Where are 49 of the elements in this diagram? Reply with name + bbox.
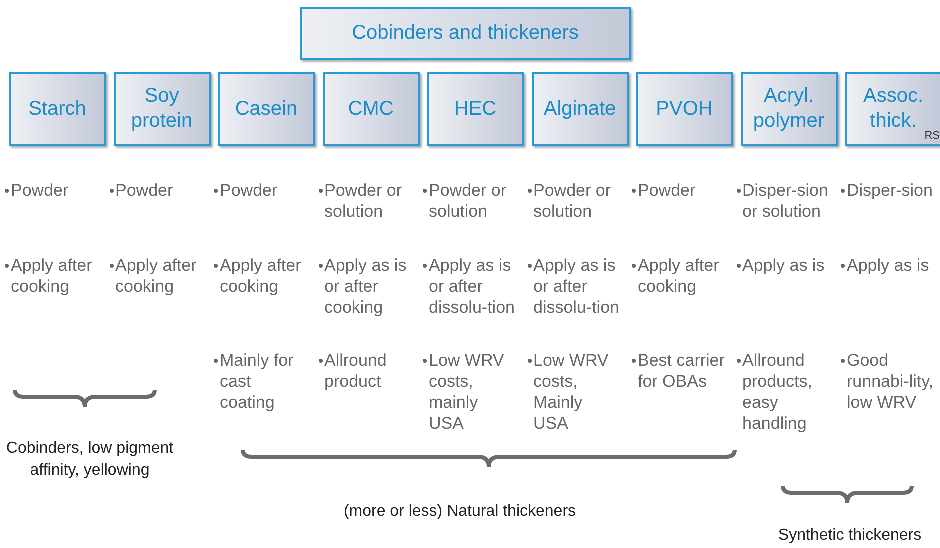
property-text: Powder or solution: [324, 180, 403, 222]
property-text: Low WRV costs, mainly USA: [429, 350, 506, 434]
material-box: [9, 72, 106, 146]
box-label: Soy protein: [130, 84, 194, 134]
property-text: Powder: [220, 180, 279, 201]
group-label: Synthetic thickeners: [777, 526, 923, 546]
box-label: Alginate: [542, 96, 618, 122]
property-text: Disper-sion: [847, 180, 934, 201]
property-text: Allround product: [324, 350, 388, 392]
category-box: [300, 7, 631, 60]
material-box: [322, 72, 420, 146]
material-box: [740, 72, 838, 146]
property-text: Apply as is: [742, 255, 826, 276]
property-text: Low WRV costs, Mainly USA: [534, 350, 610, 434]
property-text: Apply as is or after dissolu-tion: [429, 255, 516, 318]
property-text: Apply after cooking: [638, 255, 720, 297]
material-box: [845, 72, 940, 146]
property-text: Powder: [638, 180, 697, 201]
box-label: Casein: [234, 96, 299, 122]
property-text: Good runnabi-lity, low WRV: [847, 350, 935, 413]
property-text: Best carrier for OBAs: [638, 350, 726, 392]
property-text: Powder: [116, 180, 174, 201]
material-box: [532, 72, 628, 146]
box-label: CMC: [347, 96, 395, 122]
box-label: PVOH: [655, 96, 714, 122]
property-text: Mainly for cast coating: [220, 350, 295, 413]
box-label: Acryl. polymer: [752, 84, 826, 134]
property-text: Apply as is or after cooking: [324, 255, 408, 318]
group-label: Cobinders, low pigment affinity, yellowing: [5, 439, 175, 481]
author-mark: RS: [924, 130, 940, 144]
property-text: Allround products, easy handling: [742, 350, 814, 434]
property-text: Apply after cooking: [116, 255, 198, 297]
group-label: (more or less) Natural thickeners: [342, 502, 578, 522]
property-text: Powder or solution: [429, 180, 508, 222]
property-text: Apply as is or after dissolu-tion: [534, 255, 620, 318]
property-text: Powder or solution: [534, 180, 612, 222]
property-text: Apply after cooking: [220, 255, 302, 297]
material-box: [114, 72, 210, 146]
box-label: HEC: [453, 96, 498, 122]
property-text: Apply after cooking: [11, 255, 94, 297]
property-text: Disper-sion or solution: [742, 180, 830, 222]
box-label: Starch: [28, 96, 88, 122]
material-box: [636, 72, 733, 146]
box-label: Cobinders and thickeners: [351, 21, 580, 46]
property-text: Apply as is: [847, 255, 930, 276]
property-text: Powder: [11, 180, 70, 201]
box-label: Assoc. thick.: [862, 84, 925, 134]
material-box: [218, 72, 315, 146]
material-box: [427, 72, 524, 146]
